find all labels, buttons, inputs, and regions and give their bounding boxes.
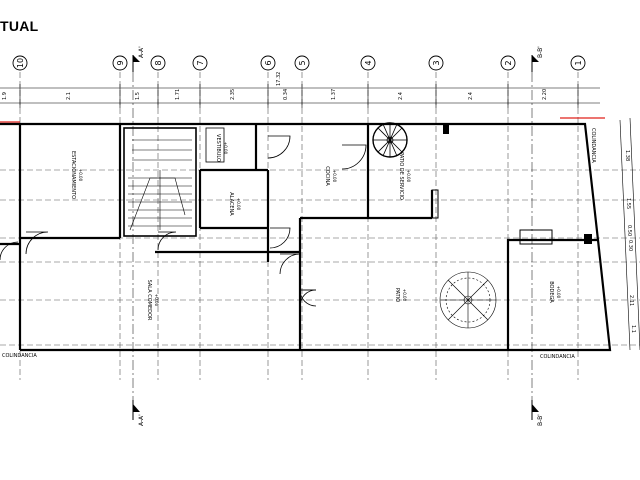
right-dims: 1.38 1.55 0.50 0.30 2.11 1.1 [624, 150, 636, 333]
room-alacena: ALACENA +0.00 [228, 192, 241, 216]
grid-lines [0, 72, 640, 380]
svg-text:6: 6 [264, 60, 273, 65]
dim-3: 1.71 [175, 89, 181, 100]
svg-text:+0.00: +0.00 [406, 170, 411, 183]
svg-text:8: 8 [154, 60, 163, 65]
dimension-labels: 2.1 1.5 1.71 2.35 0.34 1.37 2.4 2.4 2.20… [2, 72, 548, 100]
svg-text:PATIO: PATIO [394, 288, 400, 302]
colindancia-labels: COLINDANCIA COLINDANCIA COLINDANCIA [2, 128, 596, 360]
cabinet [519, 229, 553, 245]
drawing-title: TUAL [0, 18, 39, 34]
section-aa-bottom: A-A' [132, 400, 145, 426]
right-dimension-chain [619, 117, 640, 351]
room-estacionamiento: ESTACIONAMIENTO +0.00 [70, 151, 83, 199]
svg-text:SALA COMEDOR: SALA COMEDOR [146, 280, 152, 321]
dim-4: 2.35 [230, 89, 236, 100]
axis-bubble-4: 4 [360, 55, 376, 71]
svg-text:10: 10 [16, 58, 25, 68]
svg-text:+0.00: +0.00 [402, 289, 407, 302]
room-cocina: COCINA +0.00 [324, 166, 337, 186]
svg-text:ESTACIONAMIENTO: ESTACIONAMIENTO [70, 151, 76, 199]
cabinet-2 [431, 189, 439, 219]
svg-text:+0.00: +0.00 [154, 294, 159, 307]
svg-text:1: 1 [574, 60, 583, 65]
svg-text:5: 5 [298, 60, 307, 65]
colindancia-bottom: COLINDANCIA [540, 354, 575, 360]
walls [0, 122, 612, 352]
svg-text:COCINA: COCINA [324, 166, 330, 186]
section-lines [132, 72, 533, 400]
columns [443, 124, 592, 244]
svg-text:1.38: 1.38 [624, 150, 630, 161]
svg-text:+0.00: +0.00 [332, 170, 337, 183]
room-patio: PATIO +0.00 [394, 288, 407, 302]
spiral-stair [372, 122, 408, 158]
axis-bubble-5: 5 [294, 55, 310, 71]
dim-9: 2.20 [542, 89, 548, 100]
vestibulo-box [205, 127, 225, 163]
svg-text:B-B': B-B' [537, 46, 544, 58]
dim-1: 2.1 [66, 92, 72, 100]
svg-text:A-A': A-A' [138, 46, 145, 58]
dim-8: 2.4 [468, 92, 474, 100]
svg-text:+0.00: +0.00 [223, 142, 228, 155]
svg-text:9: 9 [116, 60, 125, 65]
svg-text:+0.00: +0.00 [556, 286, 561, 299]
svg-text:1.1: 1.1 [630, 325, 636, 333]
dim-7: 2.4 [398, 92, 404, 100]
room-vestibulo: VESTIBULO +0.00 [215, 134, 228, 162]
axis-bubbles: 10 9 8 7 6 5 4 3 2 1 [12, 55, 586, 71]
svg-text:+0.00: +0.00 [236, 198, 241, 211]
dim-5: 0.34 [283, 89, 289, 100]
colindancia-left: COLINDANCIA [2, 353, 37, 359]
room-patio-servicio: PATIO DE SERVICIO +0.00 [398, 152, 411, 200]
svg-text:ALACENA: ALACENA [228, 192, 234, 216]
axis-bubble-1: 1 [570, 55, 586, 71]
doors [0, 135, 367, 307]
axis-bubble-7: 7 [192, 55, 208, 71]
axis-bubble-9: 9 [112, 55, 128, 71]
dimension-chain [0, 84, 600, 108]
svg-text:2.11: 2.11 [628, 295, 634, 306]
section-bb-bottom: B-B' [531, 400, 544, 426]
section-aa-top: A-A' [132, 46, 145, 72]
tree-icon [439, 271, 497, 329]
room-labels: ESTACIONAMIENTO +0.00 VESTIBULO +0.00 AL… [70, 134, 561, 321]
dim-2: 1.5 [135, 92, 141, 100]
svg-text:3: 3 [432, 60, 441, 65]
svg-text:7: 7 [196, 60, 205, 65]
axis-bubble-3: 3 [428, 55, 444, 71]
axis-bubble-6: 6 [260, 55, 276, 71]
colindancia-right: COLINDANCIA [590, 128, 596, 163]
svg-text:0.30: 0.30 [627, 240, 633, 251]
red-boundary [0, 117, 605, 123]
room-sala-comedor: SALA COMEDOR +0.00 [146, 280, 159, 321]
dim-small-2: 17.32 [276, 72, 282, 86]
svg-text:VESTIBULO: VESTIBULO [215, 134, 221, 162]
dim-small-1: 1.9 [2, 92, 8, 100]
axis-bubble-2: 2 [500, 55, 516, 71]
svg-text:1.55: 1.55 [625, 198, 631, 209]
svg-text:4: 4 [364, 60, 373, 65]
section-bb-top: B-B' [531, 46, 544, 72]
svg-text:2: 2 [504, 60, 513, 65]
svg-text:0.50: 0.50 [626, 225, 632, 236]
axis-bubble-10: 10 [12, 55, 28, 71]
stair-treads [128, 139, 192, 231]
svg-text:PATIO DE SERVICIO: PATIO DE SERVICIO [398, 152, 404, 200]
svg-text:BODEGA: BODEGA [548, 281, 554, 303]
svg-text:+0.00: +0.00 [78, 169, 83, 182]
svg-text:B-B': B-B' [537, 414, 544, 426]
axis-bubble-8: 8 [150, 55, 166, 71]
svg-text:A-A': A-A' [138, 414, 145, 426]
room-bodega: BODEGA +0.00 [548, 281, 561, 303]
dim-6: 1.37 [331, 89, 337, 100]
section-markers: A-A' A-A' B-B' B-B' [132, 46, 544, 426]
